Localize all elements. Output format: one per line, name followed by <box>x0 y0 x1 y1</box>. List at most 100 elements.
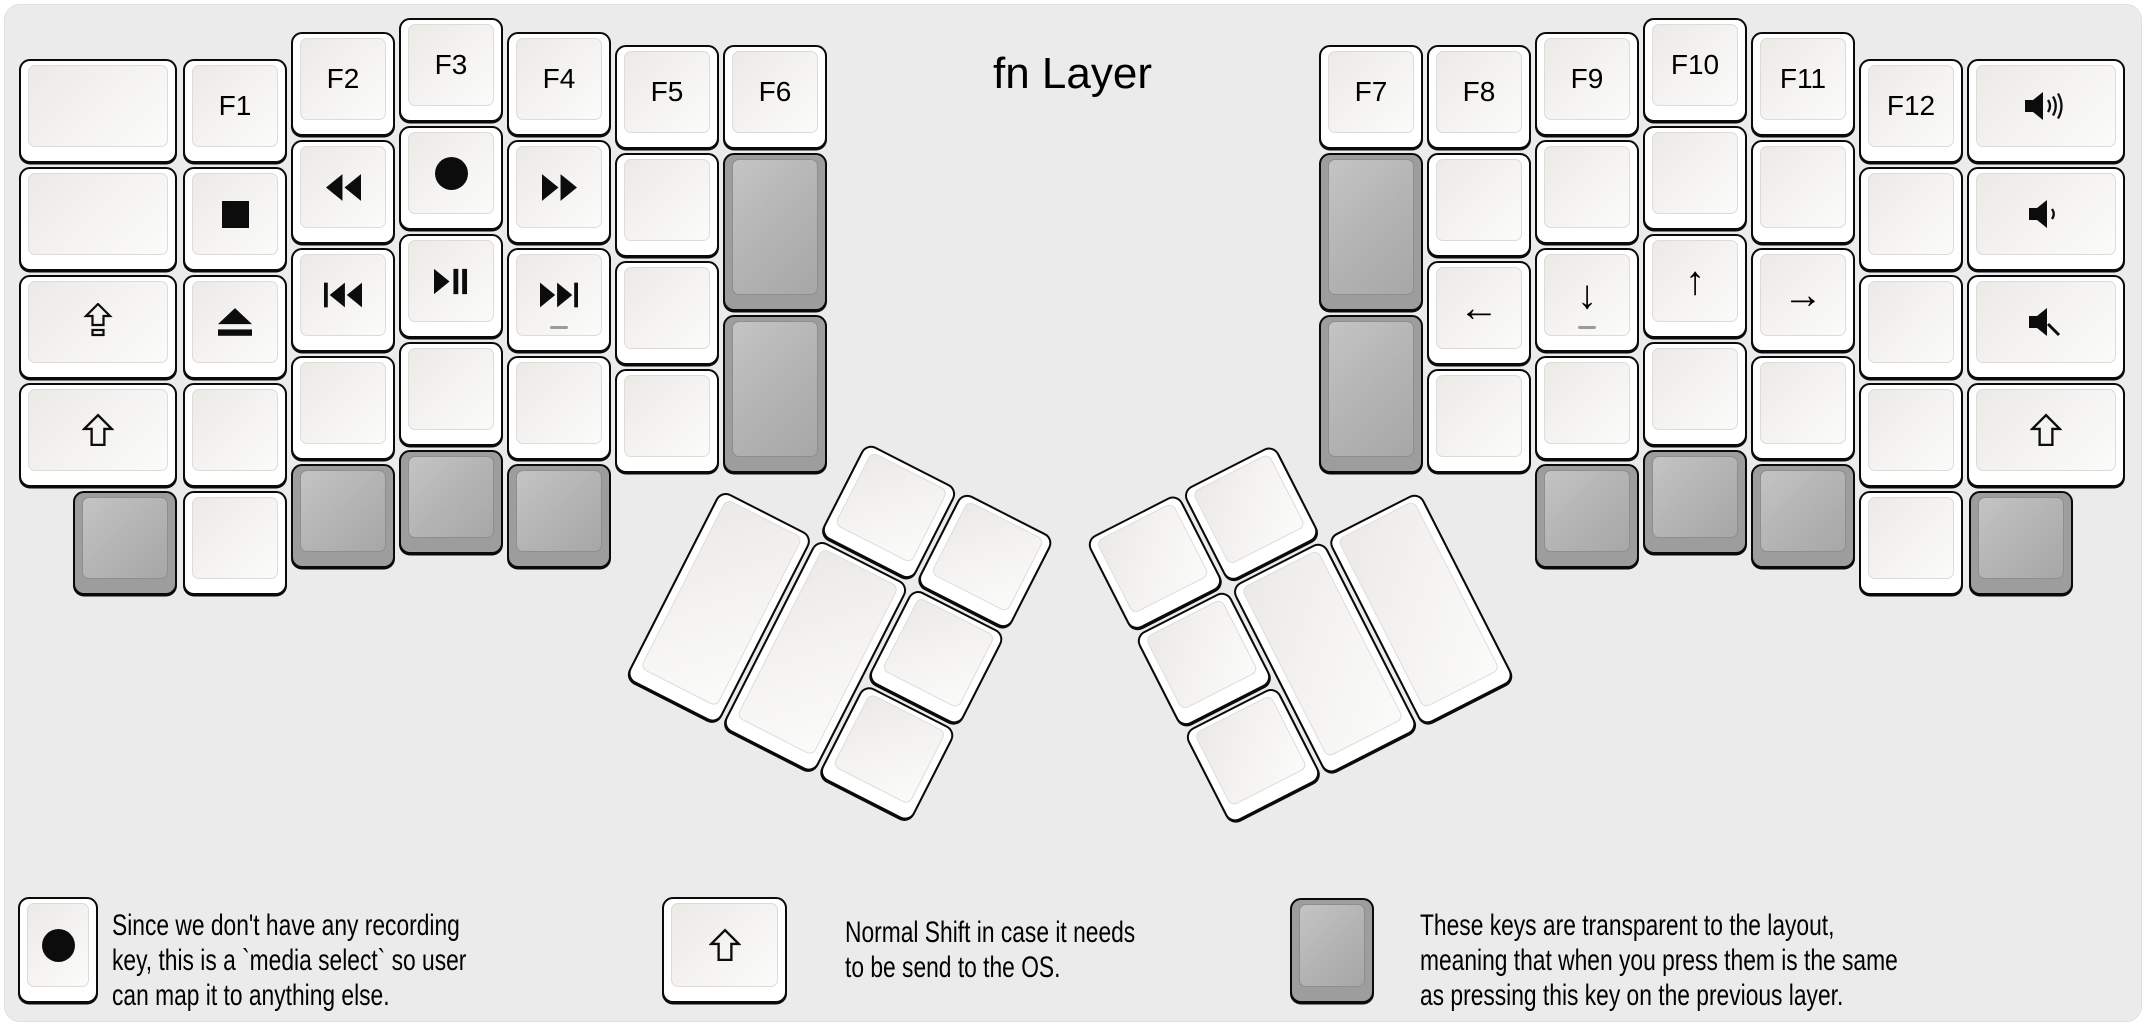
key-label: F1 <box>218 90 252 121</box>
key-prev-track[interactable] <box>291 248 395 352</box>
key-f11[interactable]: F11 <box>1751 32 1855 136</box>
key-blank-left-r2c6[interactable] <box>615 153 719 257</box>
prev-icon <box>324 282 362 308</box>
keytop <box>671 903 778 987</box>
key-f4[interactable]: F4 <box>507 32 611 136</box>
key-transparent-right-tall-2[interactable] <box>1319 315 1423 473</box>
key-arrow-down[interactable]: ↓ <box>1535 248 1639 352</box>
key-f12[interactable]: F12 <box>1859 59 1963 163</box>
keytop: F5 <box>624 51 710 133</box>
key-volume-down[interactable] <box>1967 167 2125 271</box>
legend-transparent-caption: These keys are transparent to the layout… <box>1420 908 1898 1013</box>
keytop <box>1191 453 1306 566</box>
key-transparent-left-tall-2[interactable] <box>723 315 827 473</box>
legend-record-key <box>18 897 98 1003</box>
key-blank-right-r3c6[interactable] <box>1859 275 1963 379</box>
key-arrow-up[interactable]: ↑ <box>1643 234 1747 338</box>
key-next-track[interactable] <box>507 248 611 352</box>
key-eject[interactable] <box>183 275 287 379</box>
key-blank-right-r4c5[interactable] <box>1751 356 1855 460</box>
key-blank-right-r4c3[interactable] <box>1535 356 1639 460</box>
keytop <box>192 281 278 363</box>
key-blank-right-bottom-4[interactable] <box>1859 491 1963 595</box>
key-blank-left-r4c6[interactable] <box>615 369 719 473</box>
legend-transparent-key <box>1290 898 1374 1003</box>
key-transparent-right-bottom-5[interactable] <box>1969 491 2073 595</box>
key-blank-right-r4c2[interactable] <box>1427 369 1531 473</box>
key-stop[interactable] <box>183 167 287 271</box>
key-blank-right-r2c6[interactable] <box>1859 167 1963 271</box>
key-transparent-right-bottom-2[interactable] <box>1643 450 1747 554</box>
key-f3[interactable]: F3 <box>399 18 503 122</box>
key-blank-left-outer-r2[interactable] <box>19 167 177 271</box>
key-blank-left-r4c3[interactable] <box>291 356 395 460</box>
key-label: F5 <box>650 76 684 107</box>
key-label: F8 <box>1462 76 1496 107</box>
key-f9[interactable]: F9 <box>1535 32 1639 136</box>
key-transparent-left-bottom-4[interactable] <box>399 450 503 554</box>
keytop <box>1328 159 1414 295</box>
key-label: ↑ <box>1685 259 1705 303</box>
key-blank-left-r4c4[interactable] <box>399 342 503 446</box>
key-transparent-right-bottom-3[interactable] <box>1751 464 1855 568</box>
key-blank-left-outer-r1[interactable] <box>19 59 177 163</box>
key-f5[interactable]: F5 <box>615 45 719 149</box>
key-shift-left[interactable] <box>19 383 177 487</box>
key-blank-left-r3c6[interactable] <box>615 261 719 365</box>
key-arrow-left[interactable]: ← <box>1427 261 1531 365</box>
key-blank-left-r4c2[interactable] <box>183 383 287 487</box>
keytop <box>624 159 710 241</box>
key-transparent-left-tall-1[interactable] <box>723 153 827 311</box>
key-f2[interactable]: F2 <box>291 32 395 136</box>
key-f8[interactable]: F8 <box>1427 45 1531 149</box>
key-mute[interactable] <box>1967 275 2125 379</box>
caption-line: as pressing this key on the previous lay… <box>1420 979 1844 1012</box>
stop-icon <box>221 200 249 228</box>
keytop <box>516 146 602 228</box>
caption-line: These keys are transparent to the layout… <box>1420 909 1835 942</box>
caption-line: meaning that when you press them is the … <box>1420 944 1898 977</box>
key-blank-right-r2c2[interactable] <box>1427 153 1531 257</box>
keytop <box>408 132 494 214</box>
ffwd-icon <box>541 173 577 201</box>
key-f7[interactable]: F7 <box>1319 45 1423 149</box>
key-blank-left-r4c5[interactable] <box>507 356 611 460</box>
record-icon <box>434 156 468 190</box>
keytop <box>28 389 168 471</box>
key-blank-left-bottom-2[interactable] <box>183 491 287 595</box>
volup-icon <box>2025 89 2067 123</box>
keytop <box>1978 497 2064 579</box>
key-transparent-left-bottom-1[interactable] <box>73 491 177 595</box>
key-volume-up[interactable] <box>1967 59 2125 163</box>
key-f6[interactable]: F6 <box>723 45 827 149</box>
key-blank-right-r2c3[interactable] <box>1535 140 1639 244</box>
key-transparent-right-bottom-1[interactable] <box>1535 464 1639 568</box>
key-transparent-left-bottom-3[interactable] <box>291 464 395 568</box>
key-f10[interactable]: F10 <box>1643 18 1747 122</box>
rewind-icon <box>325 173 361 201</box>
keytop: ← <box>1436 267 1522 349</box>
key-blank-right-r2c4[interactable] <box>1643 126 1747 230</box>
key-caps-lock[interactable] <box>19 275 177 379</box>
keytop <box>28 65 168 147</box>
key-blank-right-r4c6[interactable] <box>1859 383 1963 487</box>
key-shift-right[interactable] <box>1967 383 2125 487</box>
keytop <box>834 451 949 564</box>
key-label: → <box>1783 273 1823 317</box>
keytop: F12 <box>1868 65 1954 147</box>
keytop <box>300 146 386 228</box>
key-transparent-left-bottom-5[interactable] <box>507 464 611 568</box>
key-blank-right-r2c5[interactable] <box>1751 140 1855 244</box>
key-record-media-select[interactable] <box>399 126 503 230</box>
key-transparent-right-tall-1[interactable] <box>1319 153 1423 311</box>
key-blank-right-r4c4[interactable] <box>1643 342 1747 446</box>
key-fast-forward[interactable] <box>507 140 611 244</box>
key-play-pause[interactable] <box>399 234 503 338</box>
key-f1[interactable]: F1 <box>183 59 287 163</box>
key-rewind[interactable] <box>291 140 395 244</box>
key-arrow-right[interactable]: → <box>1751 248 1855 352</box>
keytop <box>1760 362 1846 444</box>
key-label: F12 <box>1886 90 1936 121</box>
eject-icon <box>218 307 252 337</box>
keytop <box>1328 321 1414 457</box>
